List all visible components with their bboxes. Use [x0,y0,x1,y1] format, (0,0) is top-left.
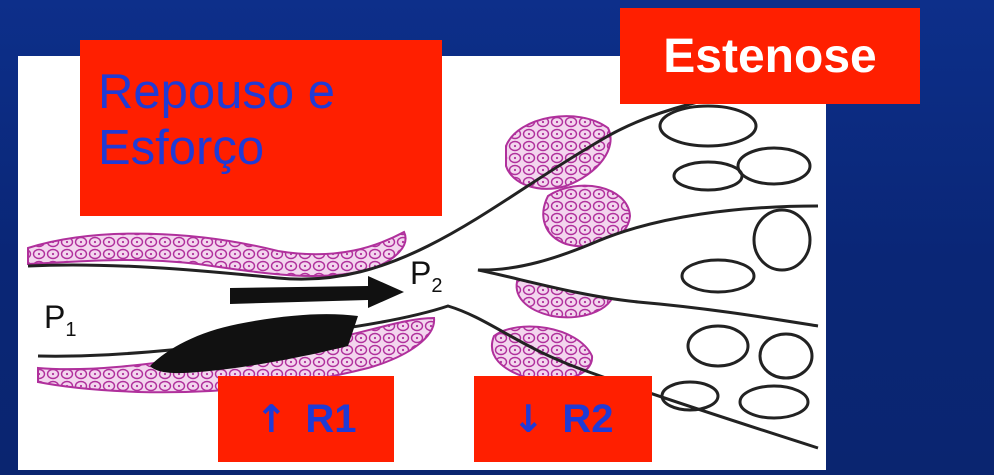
stenosis-box: Estenose [620,8,920,104]
pressure-label-p1: P1 [44,299,76,341]
up-arrow-icon: ↑ [256,400,288,438]
rest-exercise-label: Repouso e Esforço [98,64,442,176]
branch-cells-top [506,116,611,189]
r1-box: ↑ R1 [218,376,394,462]
r2-box: ↓ R2 [474,376,652,462]
rest-exercise-box: Repouso e Esforço [80,40,442,216]
flow-arrow-upper [230,276,404,308]
r2-label: R2 [562,397,613,442]
stenosis-label: Estenose [663,29,876,84]
pressure-label-p2: P2 [410,255,442,297]
r1-label: R1 [305,397,356,442]
upper-cell-layer [28,232,406,276]
down-arrow-icon: ↓ [513,400,545,438]
